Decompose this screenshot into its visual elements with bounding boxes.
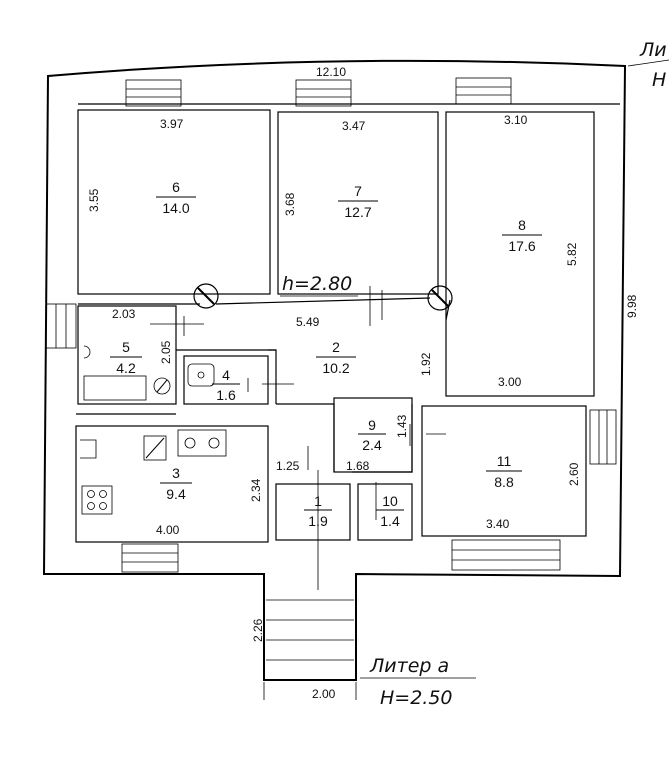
- svg-text:11: 11: [497, 453, 512, 469]
- dim-top-total: 12.10: [316, 65, 346, 79]
- right-window: [589, 409, 617, 465]
- dim-r9-h: 1.43: [395, 414, 409, 438]
- corridor-wall: [78, 297, 451, 321]
- room-3-label: 3 9.4: [160, 465, 192, 502]
- svg-text:14.0: 14.0: [162, 200, 189, 216]
- dim-r6-h: 3.55: [87, 188, 101, 212]
- dim-r6-w: 3.97: [160, 117, 184, 131]
- svg-text:2: 2: [332, 339, 340, 355]
- svg-text:5: 5: [122, 339, 130, 355]
- dim-porch-w: 2.00: [312, 687, 336, 701]
- svg-text:12.7: 12.7: [344, 204, 371, 220]
- dim-r7-h: 3.68: [283, 192, 297, 216]
- svg-text:6: 6: [172, 179, 180, 195]
- bottom-right-window: [451, 539, 561, 571]
- dim-r8-h: 5.82: [565, 242, 579, 266]
- svg-text:2.4: 2.4: [362, 437, 382, 453]
- svg-text:10.2: 10.2: [322, 360, 349, 376]
- dim-r11-w: 3.40: [486, 517, 510, 531]
- room-7-label: 7 12.7: [338, 183, 378, 220]
- svg-text:10: 10: [382, 493, 398, 509]
- door-marks: [150, 286, 446, 590]
- corner-label-2: Н: [652, 69, 666, 91]
- dim-right-total: 9.98: [625, 294, 639, 318]
- svg-text:4.2: 4.2: [116, 360, 136, 376]
- corner-label-1: Ли: [639, 39, 667, 61]
- height-a-label: H=2.50: [380, 687, 453, 709]
- svg-text:1.4: 1.4: [380, 513, 400, 529]
- vent-right-icon: [427, 285, 453, 311]
- svg-text:8.8: 8.8: [494, 474, 514, 490]
- dim-r2-w: 5.49: [296, 315, 320, 329]
- room-5-label: 5 4.2: [110, 339, 142, 376]
- dim-r2-h: 2.05: [159, 340, 173, 364]
- dim-porch-h: 2.26: [251, 618, 265, 642]
- room-4-outline: [183, 355, 269, 405]
- room-9-label: 9 2.4: [358, 417, 386, 453]
- svg-text:9: 9: [368, 417, 376, 433]
- room-5-outline: [77, 305, 177, 405]
- room-6-outline: [77, 109, 271, 295]
- svg-text:4: 4: [222, 367, 230, 383]
- svg-text:1.6: 1.6: [216, 387, 236, 403]
- top-windows: [125, 77, 512, 107]
- room-1-label: 1 1.9: [304, 493, 332, 529]
- room-3-outline: [75, 425, 269, 543]
- room-4-label: 4 1.6: [212, 367, 240, 403]
- left-window: [45, 303, 77, 349]
- room-6-label: 6 14.0: [156, 179, 196, 216]
- room-11-label: 11 8.8: [486, 453, 522, 490]
- dim-r8-b: 3.00: [498, 375, 522, 389]
- dim-r5-w: 2.03: [112, 307, 136, 321]
- porch-stairs: [266, 599, 354, 661]
- dim-r7-w: 3.47: [342, 119, 366, 133]
- room-10-label: 10 1.4: [376, 493, 404, 529]
- svg-text:17.6: 17.6: [508, 238, 535, 254]
- dim-r11-h: 2.60: [567, 462, 581, 486]
- dim-r2-r: 1.92: [419, 352, 433, 376]
- dim-r3-w: 4.00: [156, 523, 180, 537]
- outer-wall: [42, 59, 627, 681]
- svg-text:7: 7: [354, 183, 362, 199]
- room-11-outline: [421, 405, 587, 537]
- kitchen-window: [121, 543, 179, 573]
- svg-text:1.9: 1.9: [308, 513, 328, 529]
- room-8-outline: [445, 111, 595, 397]
- liter-a-label: Литер а: [369, 655, 449, 677]
- room-9-outline: [333, 397, 413, 473]
- svg-text:9.4: 9.4: [166, 486, 186, 502]
- room-7-outline: [277, 111, 439, 295]
- height-main: h=2.80: [282, 273, 352, 295]
- dim-r3-h: 2.34: [249, 478, 263, 502]
- svg-text:8: 8: [518, 217, 526, 233]
- dim-r1-w: 1.25: [276, 459, 300, 473]
- dim-r8-w: 3.10: [504, 113, 528, 127]
- svg-text:1: 1: [314, 493, 322, 509]
- room-8-label: 8 17.6: [502, 217, 542, 254]
- room-2-label: 2 10.2: [316, 339, 356, 376]
- room-1-outline: [275, 483, 351, 541]
- room-10-outline: [357, 483, 413, 541]
- vent-left-icon: [193, 283, 219, 309]
- dim-r9-w: 1.68: [346, 459, 370, 473]
- svg-text:3: 3: [172, 465, 180, 481]
